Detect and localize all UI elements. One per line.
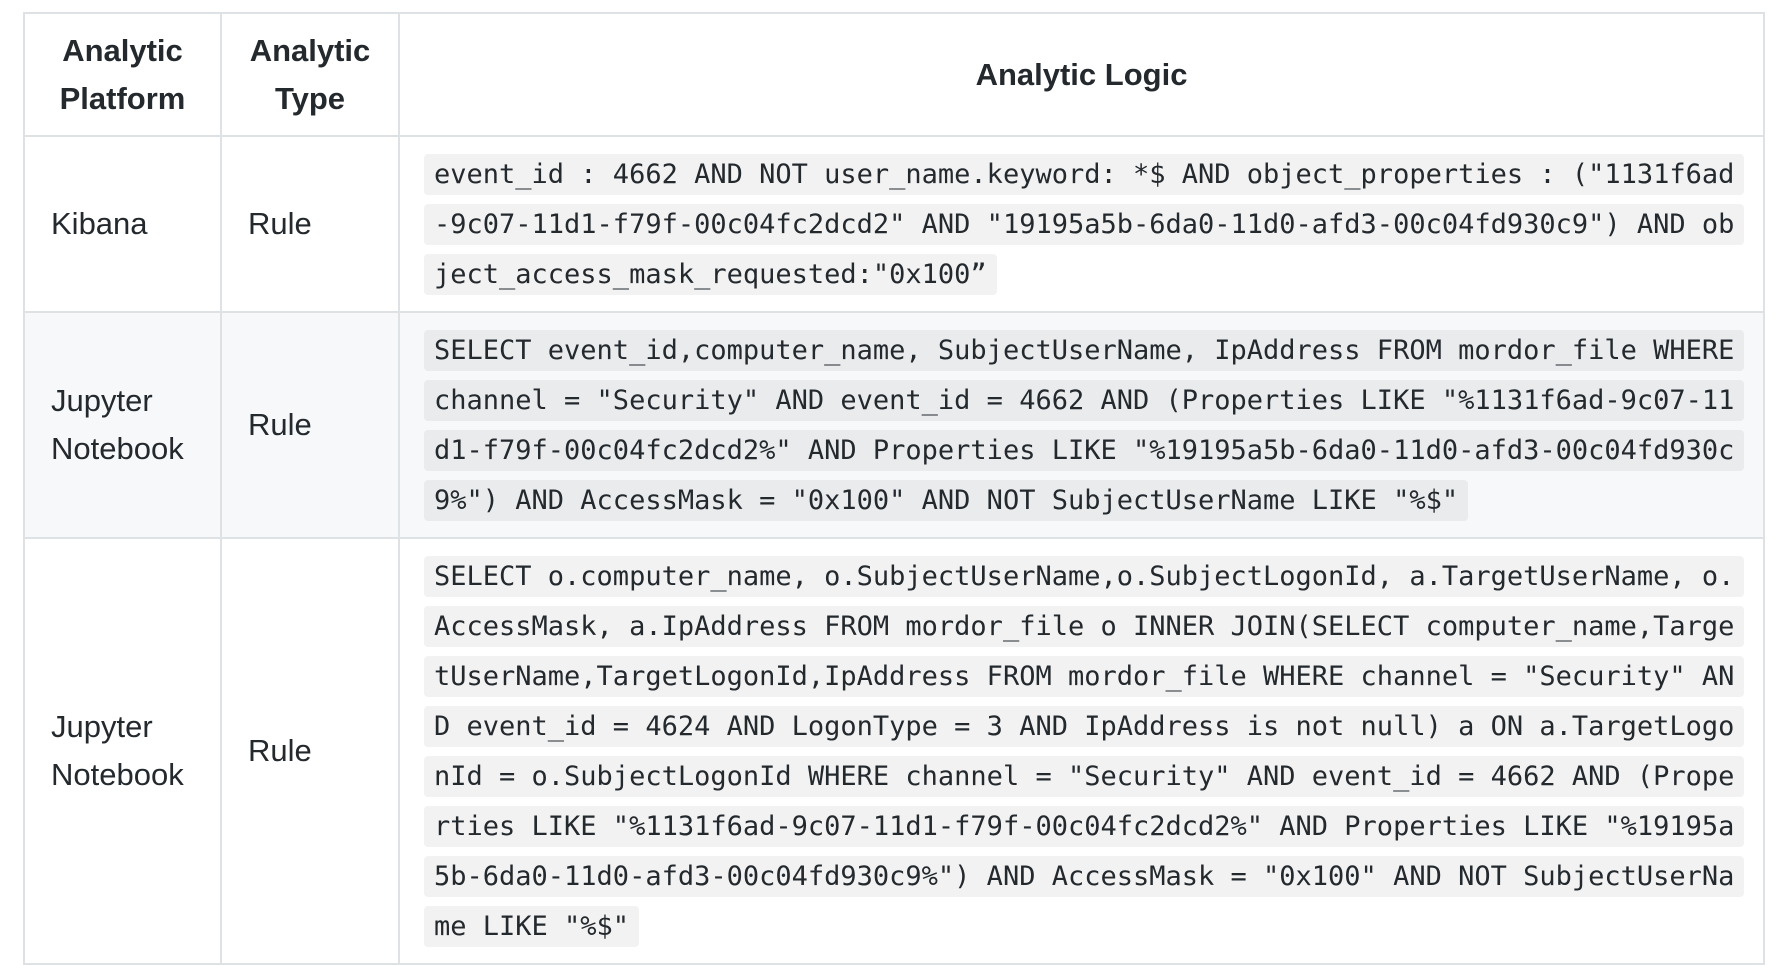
jupyter-join-query-code: SELECT o.computer_name, o.SubjectUserNam… bbox=[424, 556, 1745, 947]
platform-cell: Kibana bbox=[23, 135, 222, 313]
platform-cell: Jupyter Notebook bbox=[23, 311, 222, 539]
logic-cell: SELECT o.computer_name, o.SubjectUserNam… bbox=[398, 537, 1765, 965]
kibana-query-code: event_id : 4662 AND NOT user_name.keywor… bbox=[424, 154, 1745, 295]
type-cell: Rule bbox=[220, 311, 400, 539]
type-cell: Rule bbox=[220, 135, 400, 313]
jupyter-query-code: SELECT event_id,computer_name, SubjectUs… bbox=[424, 330, 1745, 521]
table-row: Jupyter Notebook Rule SELECT o.computer_… bbox=[23, 537, 1765, 965]
table-header-row: Analytic Platform Analytic Type Analytic… bbox=[23, 12, 1765, 137]
logic-cell: SELECT event_id,computer_name, SubjectUs… bbox=[398, 311, 1765, 539]
header-analytic-type: Analytic Type bbox=[220, 12, 400, 137]
header-analytic-logic: Analytic Logic bbox=[398, 12, 1765, 137]
logic-cell: event_id : 4662 AND NOT user_name.keywor… bbox=[398, 135, 1765, 313]
header-analytic-platform: Analytic Platform bbox=[23, 12, 222, 137]
type-cell: Rule bbox=[220, 537, 400, 965]
platform-cell: Jupyter Notebook bbox=[23, 537, 222, 965]
table-row: Kibana Rule event_id : 4662 AND NOT user… bbox=[23, 135, 1765, 313]
analytics-table: Analytic Platform Analytic Type Analytic… bbox=[23, 12, 1765, 965]
table-row: Jupyter Notebook Rule SELECT event_id,co… bbox=[23, 311, 1765, 539]
